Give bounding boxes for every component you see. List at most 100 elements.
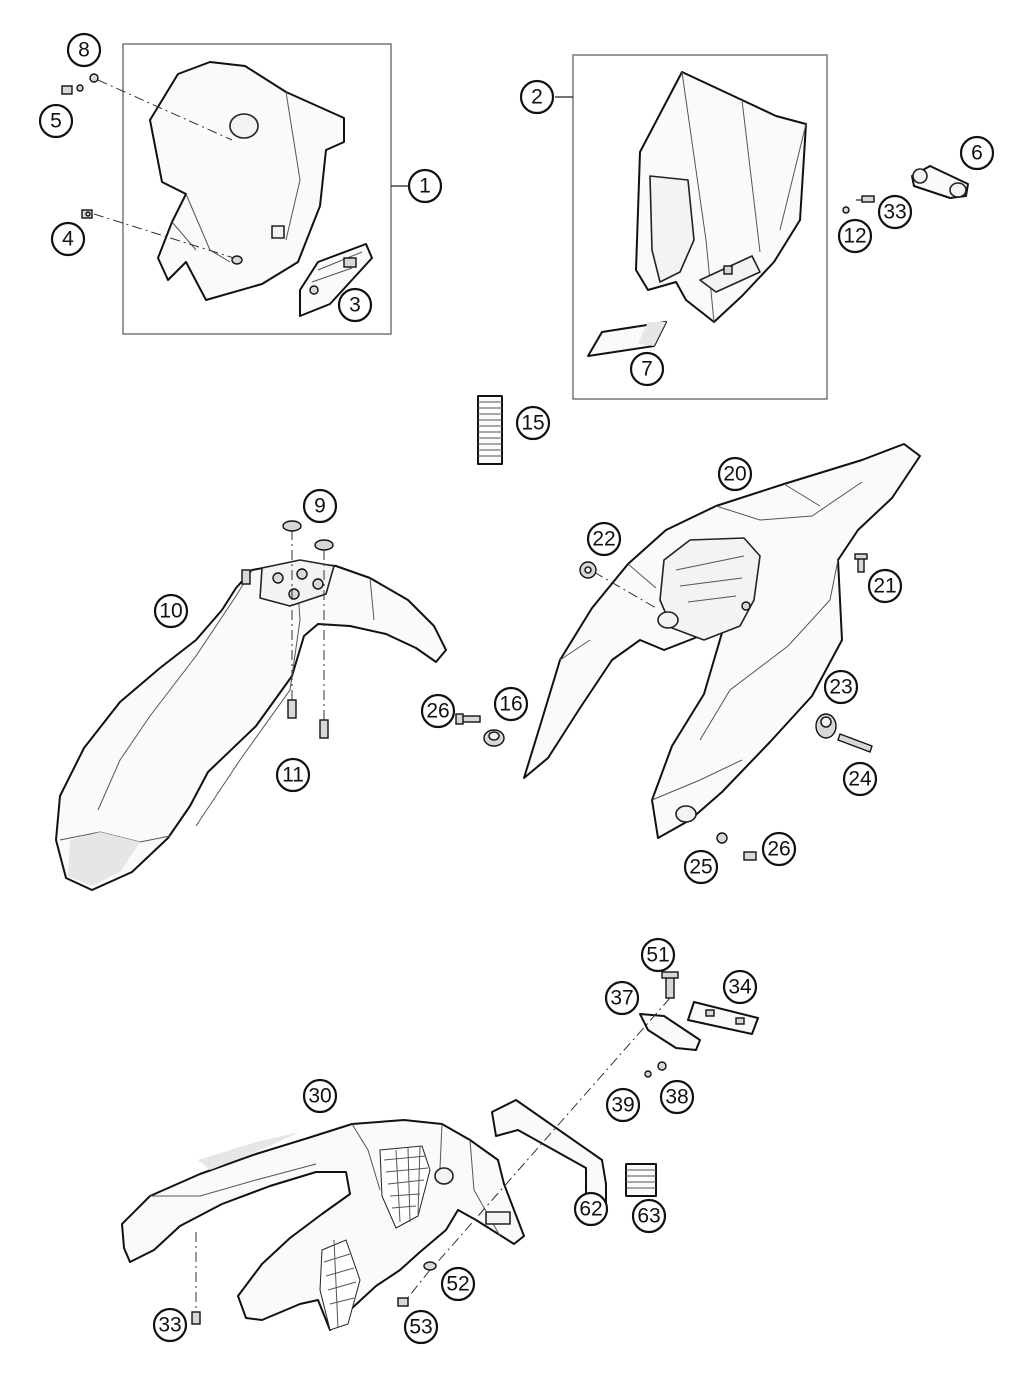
callout-37: 37: [604, 980, 640, 1016]
callout-label: 11: [282, 764, 304, 787]
callout-label: 8: [78, 39, 90, 62]
callout-label: 39: [611, 1094, 634, 1117]
callout-label: 33: [883, 201, 906, 224]
air-filter-part-15: [477, 395, 503, 465]
callout-24: 24: [842, 761, 878, 797]
callout-26: 26: [761, 831, 797, 867]
callout-label: 2: [531, 86, 543, 109]
screw-part-26-left: [455, 713, 481, 725]
callout-label: 16: [499, 693, 522, 716]
screw-part-4: [81, 209, 93, 219]
callout-label: 3: [349, 294, 361, 317]
washer-part-9: [282, 520, 334, 551]
callout-label: 15: [521, 412, 544, 435]
callout-21: 21: [867, 568, 903, 604]
callout-6: 6: [959, 135, 995, 171]
dash-line-8-5: [97, 79, 233, 141]
dash-line-22: [593, 571, 657, 609]
grommet-part-23: [815, 713, 837, 739]
callout-8: 8: [66, 32, 102, 68]
callout-label: 9: [314, 495, 326, 518]
bracket-part-37: [639, 1013, 701, 1051]
dash-line-52-53: [405, 1269, 431, 1301]
callout-53: 53: [403, 1309, 439, 1345]
callout-label: 37: [610, 987, 633, 1010]
callout-26: 26: [420, 693, 456, 729]
group-box-1: [122, 43, 392, 335]
callout-label: 63: [637, 1205, 660, 1228]
callout-label: 20: [723, 463, 746, 486]
callout-30: 30: [302, 1078, 338, 1114]
callout-label: 30: [308, 1085, 331, 1108]
callout-9: 9: [302, 488, 338, 524]
callout-label: 12: [843, 225, 866, 248]
nut-part-39: [644, 1070, 652, 1078]
callout-38: 38: [659, 1079, 695, 1115]
washer-part-25: [716, 832, 728, 844]
callout-label: 21: [873, 575, 896, 598]
callout-62: 62: [573, 1191, 609, 1227]
callout-label: 38: [665, 1086, 688, 1109]
screw-part-11: [287, 699, 329, 739]
callout-20: 20: [717, 456, 753, 492]
callout-label: 33: [158, 1314, 181, 1337]
callout-12: 12: [837, 218, 873, 254]
license-plate-holder-part-34: [687, 1001, 759, 1035]
callout-label: 24: [848, 768, 872, 791]
callout-63: 63: [631, 1198, 667, 1234]
callout-34: 34: [722, 969, 758, 1005]
screw-part-33-top: [856, 195, 875, 203]
callout-label: 51: [646, 944, 669, 967]
callout-label: 34: [728, 976, 752, 999]
callout-label: 1: [419, 175, 431, 198]
callout-51: 51: [640, 937, 676, 973]
screw-part-33-bottom: [191, 1311, 201, 1325]
callout-label: 53: [409, 1316, 432, 1339]
callout-10: 10: [153, 593, 189, 629]
screw-part-21: [854, 553, 868, 573]
callout-label: 23: [829, 676, 852, 699]
bolt-part-51: [661, 971, 679, 999]
callout-label: 62: [579, 1198, 602, 1221]
screw-part-26-right: [743, 851, 757, 861]
headlight-mask-part-2: [635, 71, 807, 323]
callout-25: 25: [683, 849, 719, 885]
callout-33: 33: [152, 1307, 188, 1343]
callout-label: 7: [641, 358, 653, 381]
callout-23: 23: [823, 669, 859, 705]
callout-label: 6: [971, 142, 983, 165]
callout-label: 52: [446, 1273, 469, 1296]
washer-part-12: [842, 206, 850, 214]
callout-5: 5: [38, 103, 74, 139]
nut-part-22: [579, 561, 597, 579]
number-plate-part-1: [149, 61, 345, 301]
rear-fender-part-20: [523, 443, 921, 839]
reflector-part-63: [625, 1163, 657, 1197]
sticker-part-7: [587, 321, 667, 357]
callout-label: 26: [426, 700, 449, 723]
screw-part-53: [397, 1297, 409, 1307]
group-box-2: [572, 54, 828, 400]
callout-1: 1: [407, 168, 443, 204]
callout-33: 33: [877, 194, 913, 230]
bracket-part-62: [491, 1099, 607, 1205]
callout-label: 10: [159, 600, 182, 623]
screw-part-24: [837, 733, 873, 753]
callout-label: 25: [689, 856, 712, 879]
screw-part-5: [61, 73, 99, 95]
callout-label: 26: [767, 838, 790, 861]
callout-label: 4: [62, 228, 74, 251]
callout-7: 7: [629, 351, 665, 387]
callout-4: 4: [50, 221, 86, 257]
dash-line-4: [93, 213, 235, 259]
callout-39: 39: [605, 1087, 641, 1123]
callout-label: 22: [592, 528, 615, 551]
callout-11: 11: [275, 757, 311, 793]
callout-22: 22: [586, 521, 622, 557]
front-fender-part-10: [55, 559, 447, 891]
grommet-part-16: [483, 729, 505, 747]
callout-16: 16: [493, 686, 529, 722]
clip-part-6: [911, 165, 969, 199]
washer-part-52: [423, 1261, 437, 1271]
